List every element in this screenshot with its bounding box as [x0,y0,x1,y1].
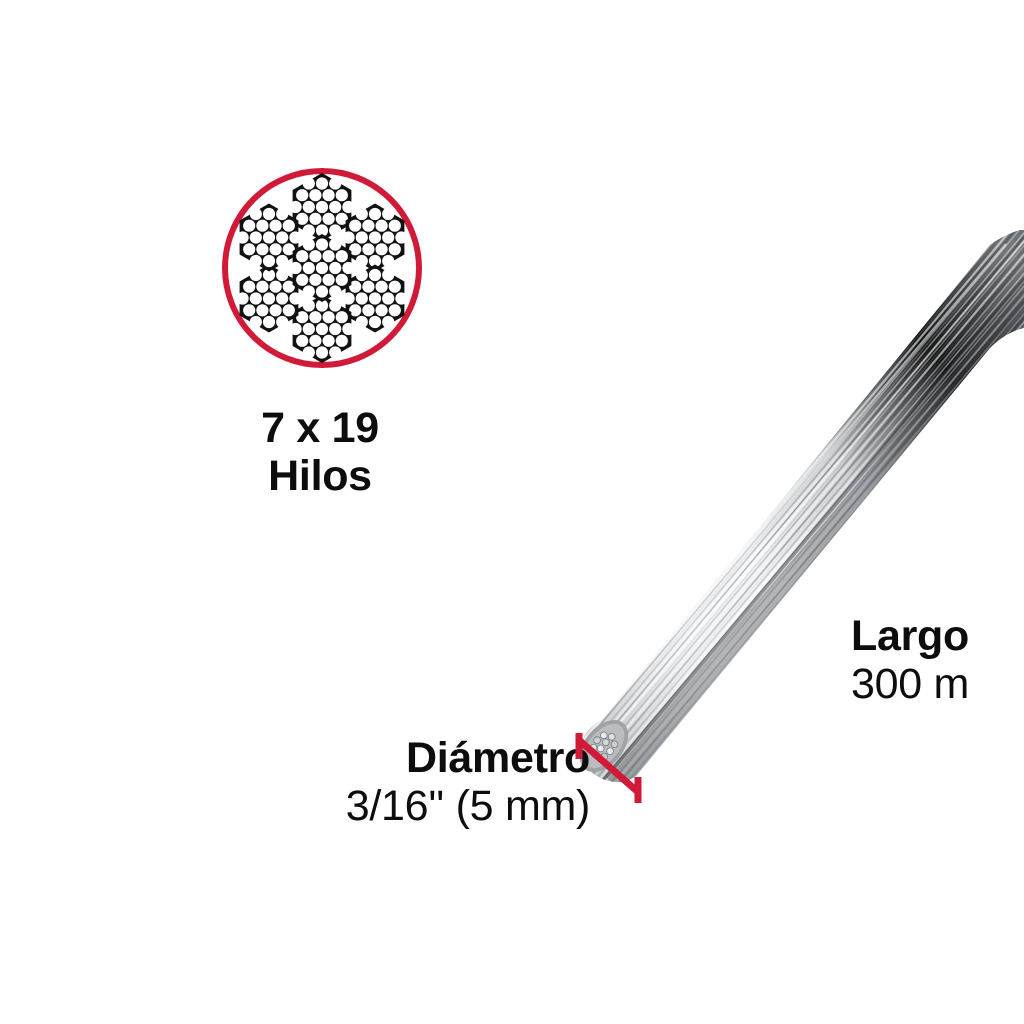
diameter-label-line2: 3/16'' (5 mm) [345,782,591,831]
strand-cluster [236,173,408,363]
construction-label-line1: 7 x 19 [261,404,379,452]
length-label-line1: Largo [851,612,969,660]
construction-label: 7 x 19 Hilos [0,404,640,500]
wire-rope-cross-section-icon [216,162,428,374]
diameter-label: Diámetro 3/16'' (5 mm) [0,734,591,831]
diameter-label-line1: Diámetro [406,734,590,782]
construction-label-line2: Hilos [268,452,372,501]
steel-wire-rope-image [520,230,1024,790]
diameter-dimension-line [560,715,660,815]
length-label-line2: 300 m [851,660,970,709]
cross-section-outline [222,168,422,368]
length-label: Largo 300 m [851,612,969,708]
